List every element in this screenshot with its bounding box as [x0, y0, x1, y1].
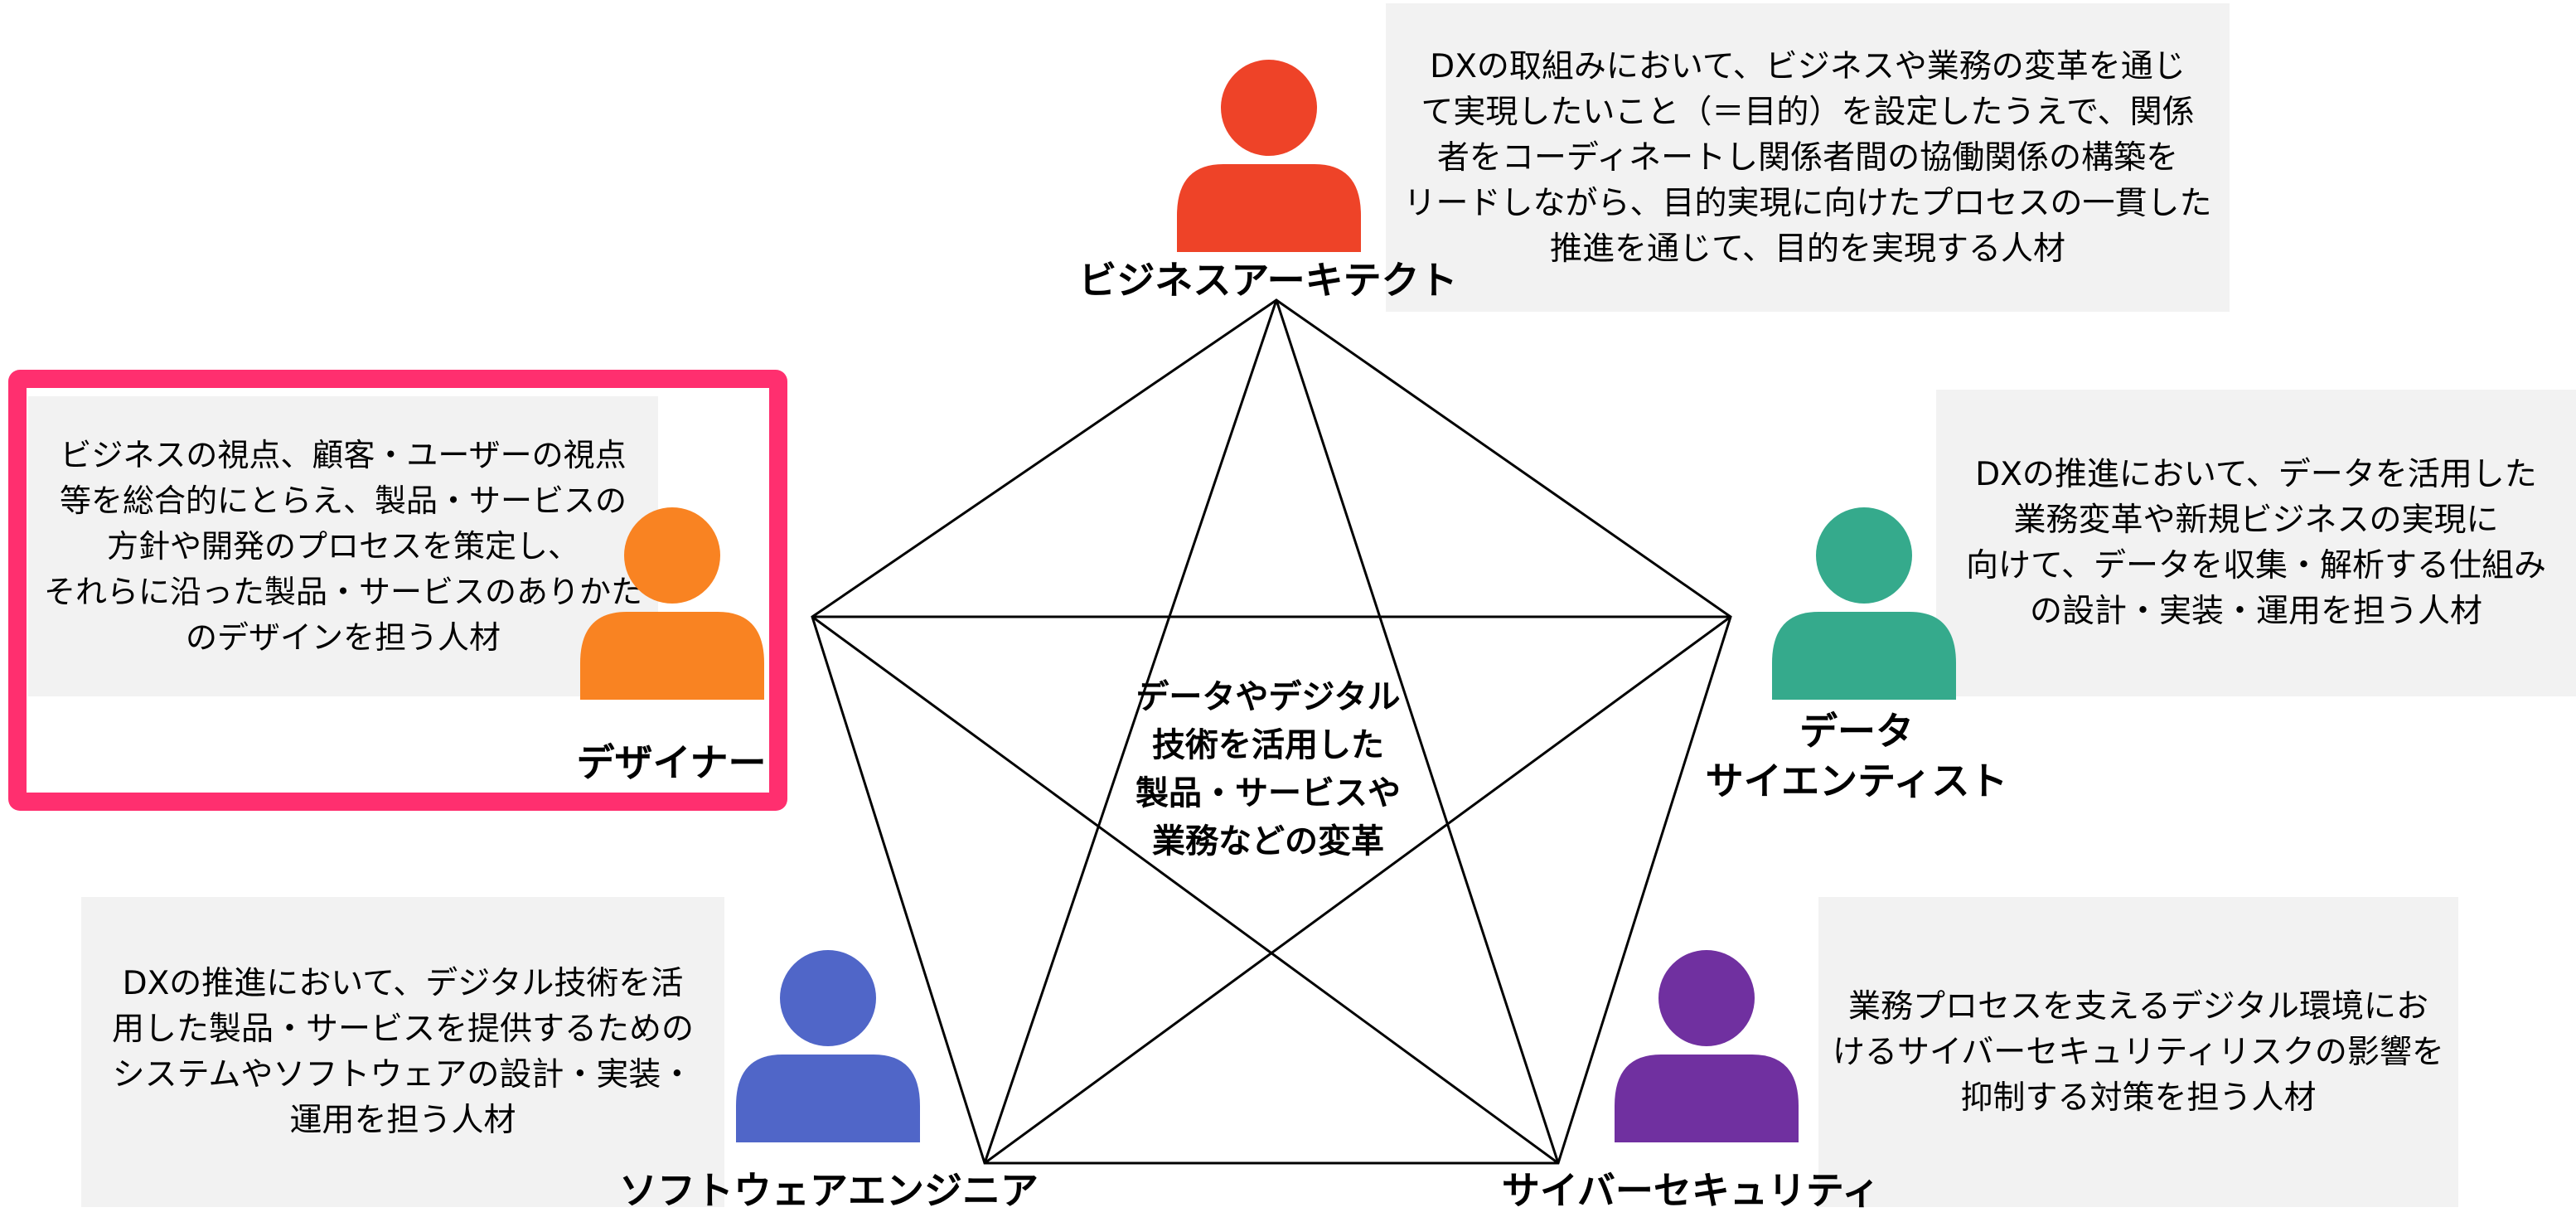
data-scientist-person-icon	[1772, 507, 1956, 700]
cybersecurity-person-icon	[1615, 950, 1799, 1142]
cybersecurity-description: 業務プロセスを支えるデジタル環境にお けるサイバーセキュリティリスクの影響を 抑…	[1818, 897, 2458, 1207]
software-engineer-label: ソフトウェアエンジニア	[619, 1168, 1039, 1213]
designer-label: デザイナー	[576, 740, 767, 785]
star-line	[1275, 299, 1560, 1164]
software-engineer-description: DXの推進において、デジタル技術を活 用した製品・サービスを提供するための シス…	[81, 897, 724, 1207]
pentagon-outline	[811, 298, 1732, 1165]
data-scientist-description: DXの推進において、データを活用した 業務変革や新規ビジネスの実現に 向けて、デ…	[1936, 390, 2576, 696]
star-line	[811, 615, 1559, 1165]
business-architect-label: ビジネスアーキテクト	[1078, 258, 1458, 303]
business-architect-description: DXの取組みにおいて、ビジネスや業務の変革を通じ て実現したいこと（＝目的）を設…	[1386, 3, 2230, 312]
data-scientist-label: データ サイエンティスト	[1705, 709, 2008, 803]
software-engineer-person-icon	[736, 950, 920, 1142]
designer-person-icon	[580, 507, 764, 700]
designer-description: ビジネスの視点、顧客・ユーザーの視点 等を総合的にとらえ、製品・サービスの 方針…	[28, 396, 658, 696]
center-transformation-text: データやデジタル 技術を活用した 製品・サービスや 業務などの変革	[1135, 678, 1401, 861]
designer-highlight-frame	[8, 370, 787, 811]
star-line	[983, 299, 1278, 1164]
star-line	[984, 615, 1731, 1165]
business-architect-person-icon	[1177, 60, 1361, 252]
cybersecurity-label: サイバーセキュリティ	[1501, 1168, 1881, 1213]
